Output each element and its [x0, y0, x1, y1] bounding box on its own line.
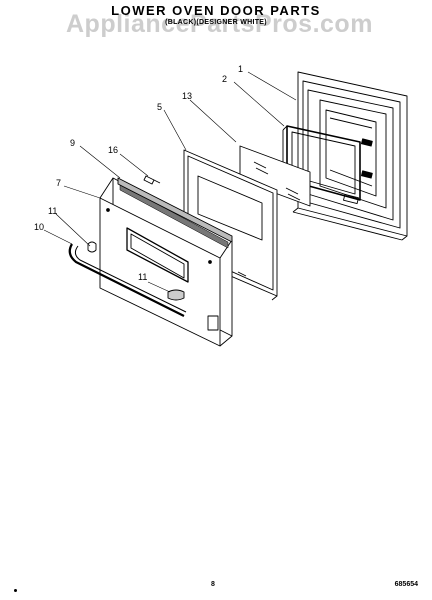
document-code: 685654: [394, 581, 418, 588]
color-subtitle: (BLACK)(DESIGNER WHITE): [165, 19, 267, 26]
callout-16: 16: [108, 145, 118, 155]
callout-10: 10: [34, 222, 44, 232]
callout-7: 7: [56, 178, 61, 188]
watermark: AppliancePartsPros.com: [66, 10, 373, 38]
leader-lines: [43, 71, 297, 293]
part-16-screw: [143, 175, 161, 185]
callout-9: 9: [70, 138, 75, 148]
callout-2: 2: [222, 74, 227, 84]
part-11a-end-cap: [87, 241, 97, 253]
callout-13: 13: [182, 91, 192, 101]
part-10-handle: [68, 243, 187, 317]
part-13-window-glass: [239, 145, 311, 207]
part-9-vent-trim: [117, 177, 233, 243]
callout-11-lower: 11: [138, 272, 147, 282]
part-7-outer-door: [99, 177, 233, 347]
part-1-inner-door: [292, 71, 408, 241]
page-title: LOWER OVEN DOOR PARTS: [111, 3, 321, 18]
part-11b-end-cap: [167, 289, 185, 301]
callout-5: 5: [157, 102, 162, 112]
callout-11-upper: 11: [48, 206, 57, 216]
callout-1: 1: [238, 64, 243, 74]
page-header: LOWER OVEN DOOR PARTS (BLACK)(DESIGNER W…: [0, 4, 432, 27]
page-number: 8: [211, 581, 215, 588]
corner-dot: [14, 589, 17, 592]
